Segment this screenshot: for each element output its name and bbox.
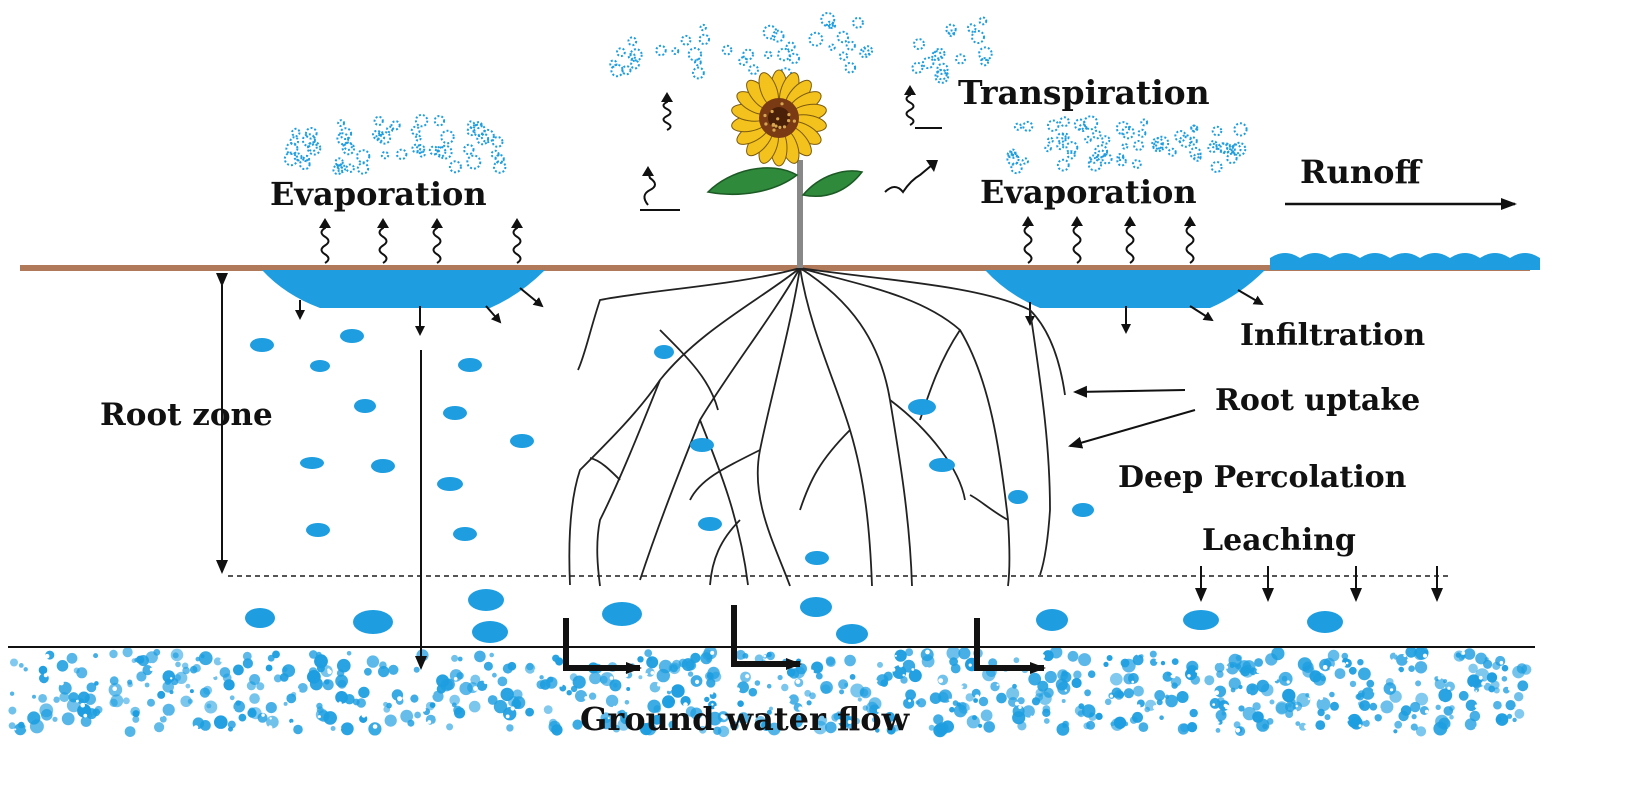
leaf-left — [706, 167, 799, 195]
runoff-water — [1270, 253, 1540, 270]
soil-water-droplets — [245, 329, 1343, 644]
label-deep-percolation: Deep Percolation — [1118, 460, 1407, 495]
label-leaching: Leaching — [1202, 523, 1356, 558]
ground-water-flow-arrow-icon — [731, 605, 802, 670]
label-root-zone: Root zone — [100, 397, 273, 433]
leaf-right — [801, 170, 864, 197]
infiltration-arrows-left — [295, 287, 544, 336]
sunflower-icon — [731, 69, 827, 167]
ground-water-zone — [8, 645, 1534, 738]
ground-water-flow-arrows — [563, 605, 1046, 674]
root-uptake-arrow-2 — [1068, 409, 1196, 449]
vapour-clouds — [283, 12, 1248, 176]
evaporation-arrows — [319, 85, 1196, 264]
label-infiltration: Infiltration — [1240, 318, 1425, 353]
label-root-uptake: Root uptake — [1215, 383, 1420, 418]
label-evaporation-left: Evaporation — [270, 175, 487, 213]
ground-water-flow-arrow-icon — [974, 618, 1046, 674]
label-evaporation-right: Evaporation — [980, 173, 1197, 211]
leaching-arrows — [1195, 566, 1443, 602]
root-uptake-arrow-1 — [1073, 385, 1186, 398]
label-ground-water-flow: Ground water flow — [580, 700, 911, 738]
ground-water-flow-arrow-icon — [563, 618, 642, 674]
label-runoff: Runoff — [1300, 153, 1422, 191]
plant-roots — [568, 267, 1066, 587]
label-transpiration: Transpiration — [958, 73, 1210, 112]
pond-left — [262, 270, 545, 308]
pond-right — [985, 270, 1265, 308]
